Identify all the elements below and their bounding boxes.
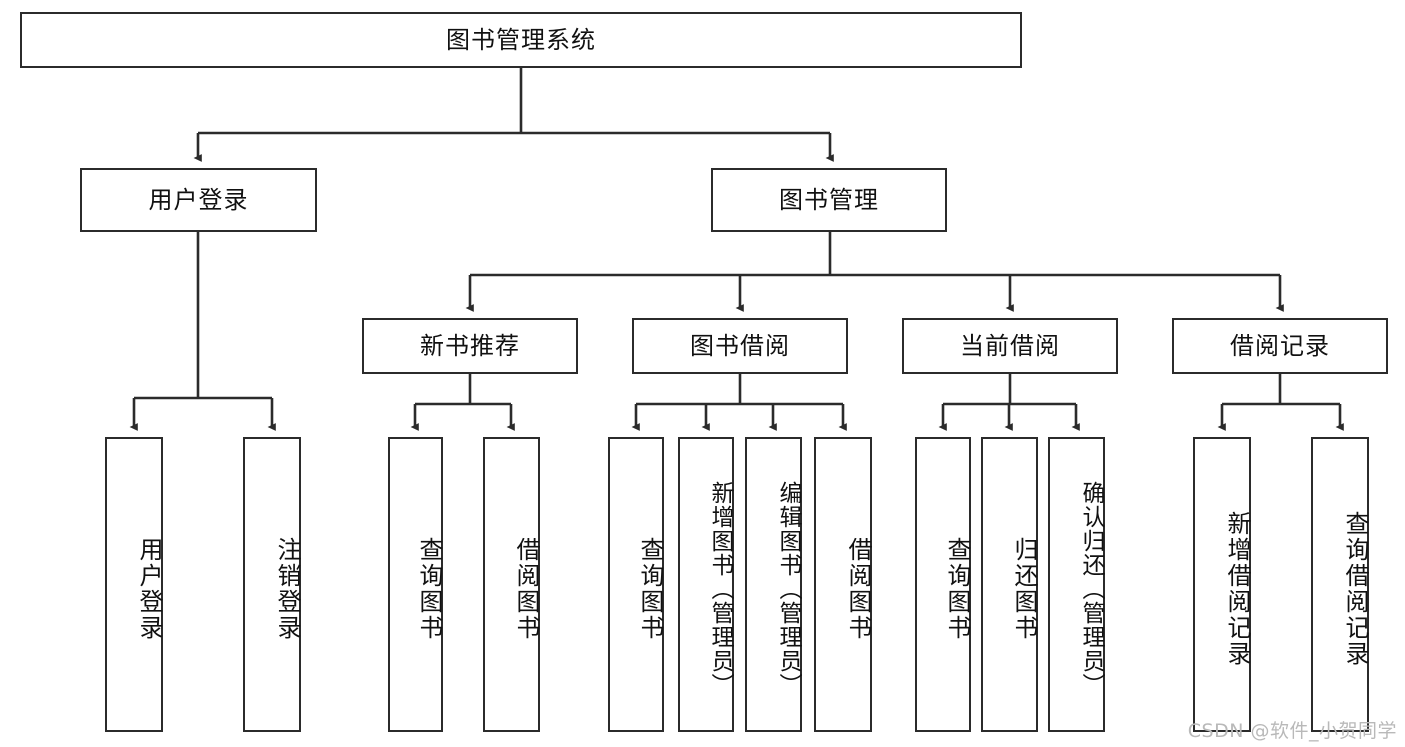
node-root-label: 图书管理系统 — [446, 25, 596, 54]
leaf-query-book-3[interactable]: 查询图书 — [915, 437, 971, 732]
node-borrow-record[interactable]: 借阅记录 — [1172, 318, 1388, 374]
node-current-borrow-label: 当前借阅 — [960, 331, 1060, 360]
leaf-query-book-3-label: 查询图书 — [943, 536, 971, 641]
leaf-add-record-label: 新增借阅记录 — [1223, 510, 1251, 667]
node-borrow-record-label: 借阅记录 — [1230, 331, 1330, 360]
leaf-add-record[interactable]: 新增借阅记录 — [1193, 437, 1251, 732]
leaf-query-record-label: 查询借阅记录 — [1341, 510, 1369, 667]
leaf-borrow-book-1[interactable]: 借阅图书 — [483, 437, 540, 732]
leaf-logout[interactable]: 注销登录 — [243, 437, 301, 732]
leaf-confirm-return-label: 确认归还（管理员） — [1078, 480, 1104, 697]
leaf-return-book[interactable]: 归还图书 — [981, 437, 1038, 732]
node-book-borrow[interactable]: 图书借阅 — [632, 318, 848, 374]
leaf-query-book-1-label: 查询图书 — [415, 536, 443, 641]
leaf-confirm-return[interactable]: 确认归还（管理员） — [1048, 437, 1105, 732]
leaf-query-book-2-label: 查询图书 — [636, 536, 664, 641]
leaf-add-book-label: 新增图书（管理员） — [707, 480, 733, 697]
leaf-logout-label: 注销登录 — [273, 536, 301, 641]
node-book-manage-label: 图书管理 — [779, 185, 879, 214]
leaf-query-book-2[interactable]: 查询图书 — [608, 437, 664, 732]
node-book-borrow-label: 图书借阅 — [690, 331, 790, 360]
leaf-edit-book[interactable]: 编辑图书（管理员） — [745, 437, 802, 732]
leaf-query-record[interactable]: 查询借阅记录 — [1311, 437, 1369, 732]
node-user-login-label: 用户登录 — [148, 185, 249, 214]
node-new-book-rec[interactable]: 新书推荐 — [362, 318, 578, 374]
leaf-return-book-label: 归还图书 — [1010, 536, 1038, 641]
leaf-user-login[interactable]: 用户登录 — [105, 437, 163, 732]
node-root[interactable]: 图书管理系统 — [20, 12, 1022, 68]
leaf-borrow-book-2-label: 借阅图书 — [844, 536, 872, 641]
leaf-user-login-label: 用户登录 — [135, 536, 163, 641]
node-book-manage[interactable]: 图书管理 — [711, 168, 947, 232]
leaf-query-book-1[interactable]: 查询图书 — [388, 437, 443, 732]
node-new-book-rec-label: 新书推荐 — [420, 331, 520, 360]
leaf-borrow-book-1-label: 借阅图书 — [512, 536, 540, 641]
leaf-edit-book-label: 编辑图书（管理员） — [775, 480, 801, 697]
leaf-borrow-book-2[interactable]: 借阅图书 — [814, 437, 872, 732]
node-user-login[interactable]: 用户登录 — [80, 168, 317, 232]
leaf-add-book[interactable]: 新增图书（管理员） — [678, 437, 734, 732]
watermark: CSDN @软件_小贺同学 — [1187, 720, 1397, 742]
node-current-borrow[interactable]: 当前借阅 — [902, 318, 1118, 374]
